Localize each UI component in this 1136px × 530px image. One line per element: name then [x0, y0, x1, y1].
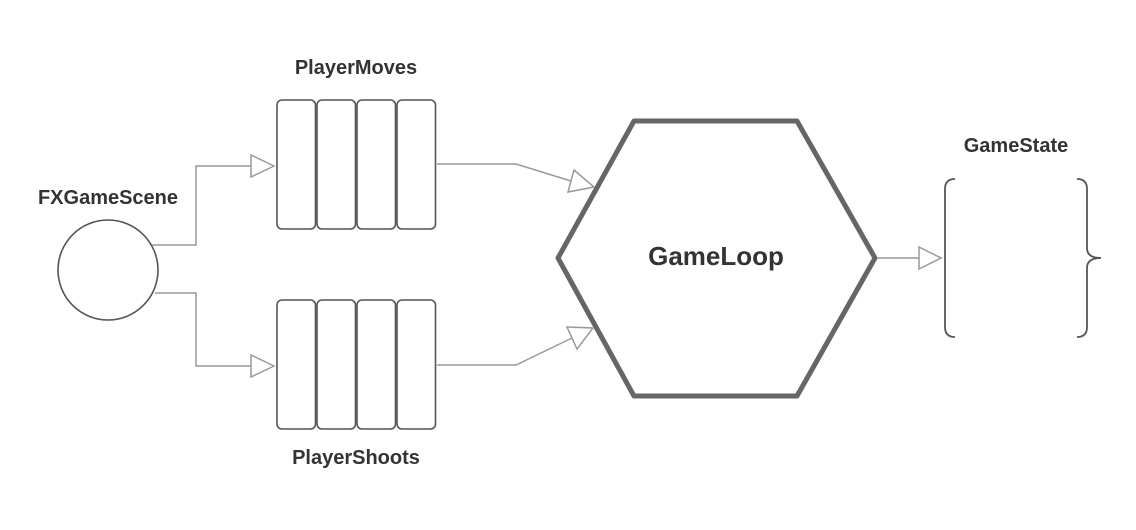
player-moves-queue[interactable]: PlayerMoves: [276, 57, 437, 230]
game-state-left-brace: [944, 178, 956, 338]
arrowhead-icon: [250, 153, 276, 179]
edge-scene-to-moves: [152, 153, 276, 246]
game-state-right-brace: [1076, 178, 1102, 338]
player-shoots-cells: [276, 299, 437, 430]
player-shoots-label: PlayerShoots: [292, 447, 420, 469]
queue-cell: [316, 299, 357, 430]
game-loop-hexagon: [555, 118, 878, 399]
fx-game-scene-node[interactable]: FXGameScene: [38, 187, 178, 321]
queue-cell: [276, 99, 317, 230]
connectors: [152, 153, 943, 379]
arrowhead-icon: [565, 326, 595, 351]
queue-cell: [396, 99, 437, 230]
arrowhead-icon: [918, 245, 943, 271]
edge-moves-to-loop: [437, 163, 596, 193]
queue-cell: [276, 299, 317, 430]
edge-shoots-to-loop: [437, 326, 595, 366]
arrowhead-icon: [566, 168, 596, 193]
queue-cell: [396, 299, 437, 430]
game-state-node[interactable]: GameState: [944, 135, 1102, 338]
queue-cell: [356, 99, 397, 230]
player-shoots-queue[interactable]: PlayerShoots: [276, 299, 437, 469]
edge-loop-to-state: [877, 245, 943, 271]
game-loop-node[interactable]: GameLoop: [555, 118, 878, 399]
fx-game-scene-label: FXGameScene: [38, 187, 178, 209]
fx-game-scene-circle: [57, 219, 159, 321]
queue-cell: [316, 99, 357, 230]
arrowhead-icon: [250, 353, 276, 379]
game-loop-label: GameLoop: [648, 241, 784, 271]
game-state-label: GameState: [964, 135, 1069, 157]
queue-cell: [356, 299, 397, 430]
player-moves-label: PlayerMoves: [295, 57, 417, 79]
player-moves-cells: [276, 99, 437, 230]
edge-scene-to-shoots: [155, 292, 276, 379]
